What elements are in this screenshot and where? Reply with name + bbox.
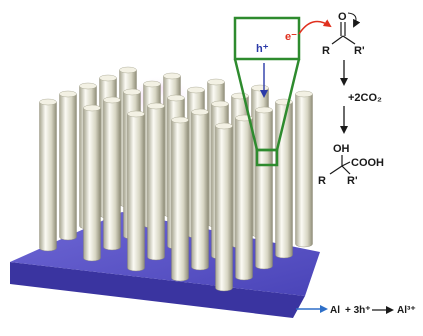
anode-ion: Al³⁺: [397, 305, 416, 316]
carbonyl-structure: O R R': [322, 11, 365, 57]
reagent-label: +2CO₂: [348, 92, 382, 104]
carbonyl-oxygen: O: [338, 11, 347, 23]
nanorod: [39, 98, 57, 252]
nanorod: [171, 116, 189, 282]
product-bond-r: [329, 165, 343, 175]
zoom-callout: [233, 16, 301, 167]
product-r: R: [318, 175, 326, 187]
product-structure: OH COOH R R': [318, 143, 384, 187]
hole-label: h⁺: [256, 43, 269, 55]
carbonyl-bond-r-prime: [342, 35, 356, 45]
nanorod: [295, 90, 313, 248]
product-r-prime: R': [347, 175, 358, 187]
nanorod: [103, 96, 121, 251]
product-bond-cooh: [341, 161, 351, 167]
substrate-front-face: [10, 262, 305, 318]
zoom-target-box: [255, 148, 279, 167]
nanorod: [215, 122, 233, 292]
nanorod: [235, 114, 253, 281]
anode-holes: + 3h⁺: [345, 305, 371, 316]
nanorod: [127, 110, 145, 272]
electron-label: e⁻: [285, 31, 297, 43]
zoom-box: [233, 16, 301, 61]
electron-transfer-arrow: [298, 19, 332, 35]
product-bond-r-prime: [341, 165, 351, 175]
product-cooh: COOH: [351, 157, 384, 169]
nanorod: [255, 106, 273, 270]
nanorod: [83, 104, 101, 262]
carbonyl-r: R: [322, 45, 330, 57]
nanorod-array: [39, 66, 313, 292]
nanorod: [191, 108, 209, 271]
product-oh: OH: [333, 143, 350, 155]
carbonyl-r-prime: R': [354, 45, 365, 57]
nanorod: [59, 90, 77, 241]
nanorod: [147, 102, 165, 261]
carbonyl-bond-r: [331, 35, 344, 45]
anode-metal: Al: [330, 305, 340, 316]
curly-arrow: [347, 12, 361, 28]
